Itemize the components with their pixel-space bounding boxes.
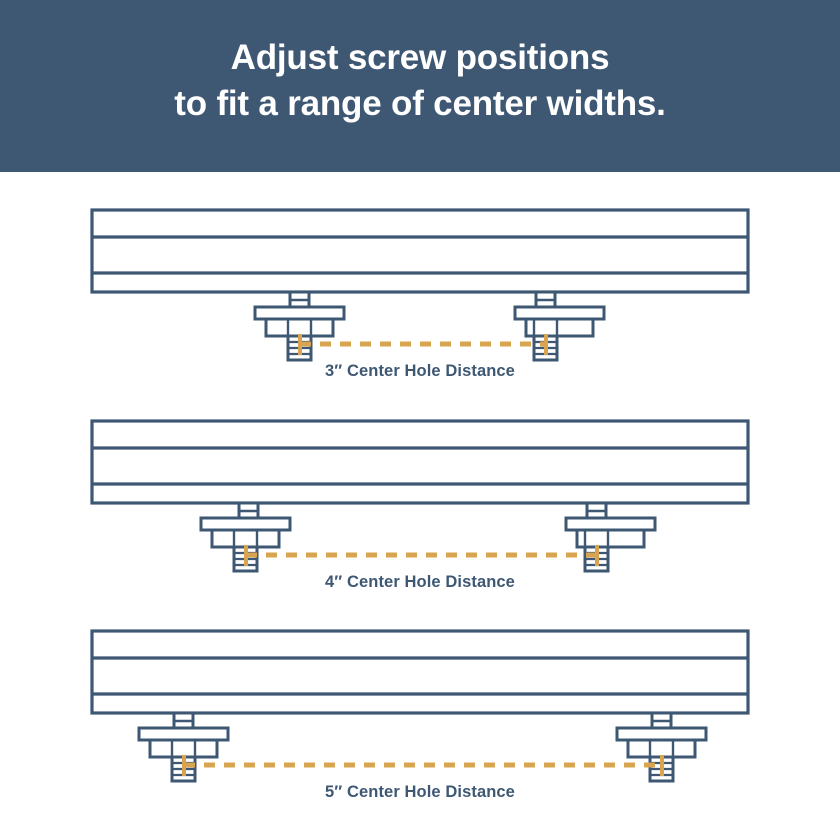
diagram-svg-4-inch: [90, 419, 750, 573]
dimension-line-3-inch: [298, 334, 548, 355]
diagram-svg-3-inch: [90, 208, 750, 362]
diagram-section-4-inch: 4″ Center Hole Distance: [0, 401, 840, 591]
rail-4-inch: [90, 419, 750, 505]
diagram-svg-5-inch: [90, 629, 750, 783]
screw-right-5-inch[interactable]: [615, 711, 708, 783]
dimension-line-4-inch: [244, 545, 599, 566]
diagram-section-3-inch: 3″ Center Hole Distance: [0, 190, 840, 380]
screw-right-3-inch[interactable]: [513, 290, 606, 362]
screw-right-4-inch[interactable]: [564, 501, 657, 573]
dimension-line-5-inch: [182, 755, 664, 776]
rail-5-inch: [90, 629, 750, 715]
rail-3-inch: [90, 208, 750, 294]
header-title-line-1: Adjust screw positions: [230, 38, 610, 77]
header-title-line-2: to fit a range of center widths.: [174, 84, 666, 123]
caption-3-inch: 3″ Center Hole Distance: [325, 362, 515, 380]
header-banner: Adjust screw positions to fit a range of…: [0, 0, 840, 172]
diagram-section-5-inch: 5″ Center Hole Distance: [0, 611, 840, 801]
caption-5-inch: 5″ Center Hole Distance: [325, 783, 515, 801]
caption-4-inch: 4″ Center Hole Distance: [325, 573, 515, 591]
